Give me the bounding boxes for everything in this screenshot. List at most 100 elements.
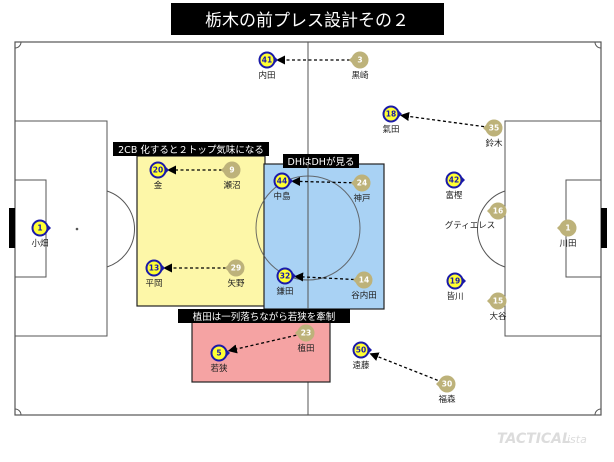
- press-arrow-a35-to-h18: [399, 111, 485, 128]
- player-number: 14: [359, 276, 369, 285]
- player-number: 16: [493, 207, 503, 216]
- player-name: 川田: [559, 239, 576, 249]
- player-name: 内田: [258, 70, 275, 81]
- player-name: 皆川: [446, 292, 463, 302]
- player-marker-icon: [351, 51, 369, 69]
- tochigi-player-42[interactable]: 42 富樫: [445, 171, 465, 202]
- player-marker-icon: [382, 105, 400, 123]
- player-number: 18: [386, 110, 396, 119]
- player-marker-icon: [355, 271, 373, 289]
- player-name: 遠藤: [352, 360, 370, 371]
- player-marker-icon: [210, 344, 228, 362]
- tochigi-player-5[interactable]: 5 若狭: [210, 344, 230, 375]
- player-number: 41: [262, 56, 272, 65]
- player-name: 小畑: [31, 238, 48, 249]
- player-number: 1: [565, 224, 570, 233]
- opponent-player-9[interactable]: 9 瀬沼: [221, 161, 241, 192]
- tochigi-player-19[interactable]: 19 皆川: [446, 272, 466, 303]
- zone-red-label: 植田は一列落ちながら若狭を牽制: [193, 311, 336, 323]
- opponent-player-29[interactable]: 29 矢野: [225, 259, 245, 290]
- title-banner: 栃木の前プレス設計その２: [171, 3, 444, 35]
- player-number: 5: [216, 349, 221, 358]
- player-number: 19: [450, 277, 460, 286]
- opponent-player-3[interactable]: 3 黒崎: [349, 51, 369, 82]
- pressing-arrows: [163, 55, 485, 381]
- opponent-player-15[interactable]: 15 大谷: [487, 292, 507, 323]
- player-marker-icon: [353, 174, 371, 192]
- zone-yellow: 2CB 化すると２トップ気味になる: [113, 142, 269, 307]
- player-marker-icon: [276, 267, 294, 285]
- watermark: TACTICAL ista: [497, 431, 587, 447]
- player-marker-icon: [297, 324, 315, 342]
- player-name: 中島: [273, 191, 291, 202]
- opponent-player-23[interactable]: 23 植田: [295, 324, 315, 355]
- player-name: 富樫: [445, 190, 463, 201]
- player-marker-icon: [258, 51, 276, 69]
- player-marker-icon: [446, 272, 464, 290]
- opponent-player-1[interactable]: 1 川田: [557, 219, 577, 250]
- player-number: 15: [493, 297, 503, 306]
- player-number: 42: [449, 176, 459, 185]
- tochigi-player-1[interactable]: 1 小畑: [31, 219, 51, 250]
- player-name: 黒崎: [351, 70, 369, 81]
- player-name: 植田: [297, 343, 314, 354]
- player-name: 鎌田: [276, 286, 293, 297]
- tochigi-player-13[interactable]: 13 平岡: [145, 259, 165, 290]
- press-arrow-a23-to-h5: [227, 334, 297, 354]
- player-marker-icon: [273, 172, 291, 190]
- zone-red: 植田は一列落ちながら若狭を牽制: [178, 309, 350, 383]
- tochigi-player-20[interactable]: 20 金: [149, 161, 170, 192]
- player-name: 矢野: [227, 278, 245, 289]
- player-name: 福森: [438, 394, 456, 405]
- player-name: 神戸: [353, 193, 370, 204]
- player-marker-icon: [227, 259, 245, 277]
- page-title: 栃木の前プレス設計その２: [205, 11, 409, 31]
- player-number: 20: [153, 166, 163, 175]
- player-number: 13: [149, 264, 159, 273]
- player-number: 24: [357, 179, 367, 188]
- opponent-player-24[interactable]: 24 神戸: [351, 174, 371, 205]
- player-number: 29: [231, 264, 241, 273]
- player-number: 3: [357, 56, 362, 65]
- player-number: 1: [37, 224, 42, 233]
- player-marker-icon: [445, 171, 463, 189]
- player-name: グティエレス: [445, 220, 496, 231]
- player-marker-icon: [559, 219, 577, 237]
- left-goal: [9, 208, 15, 248]
- player-name: 瀬沼: [223, 180, 240, 191]
- tochigi-player-41[interactable]: 41 内田: [258, 51, 278, 82]
- player-name: 大谷: [489, 311, 507, 322]
- player-number: 23: [301, 329, 311, 338]
- player-marker-icon: [485, 119, 503, 137]
- press-arrow-a24-to-h44: [291, 176, 353, 187]
- right-goal: [601, 208, 607, 248]
- player-marker-icon: [149, 161, 167, 179]
- player-marker-icon: [438, 375, 456, 393]
- player-marker-icon: [489, 292, 507, 310]
- player-number: 32: [280, 272, 290, 281]
- tochigi-player-32[interactable]: 32 鎌田: [276, 267, 296, 298]
- player-name: 金: [154, 180, 163, 191]
- player-number: 9: [229, 166, 234, 175]
- zone-yellow-label: 2CB 化すると２トップ気味になる: [118, 144, 264, 156]
- player-number: 35: [489, 124, 499, 133]
- player-marker-icon: [145, 259, 163, 277]
- player-marker-icon: [31, 219, 49, 237]
- opponent-player-16[interactable]: 16 グティエレス: [445, 202, 507, 232]
- watermark-suffix: ista: [567, 433, 587, 446]
- player-number: 44: [277, 177, 287, 186]
- player-number: 30: [442, 380, 452, 389]
- zone-blue-label: DHはDHが見る: [288, 156, 355, 168]
- player-name: 平岡: [145, 279, 162, 289]
- player-name: 若狭: [210, 363, 228, 374]
- watermark-main: TACTICAL: [497, 431, 571, 447]
- tochigi-player-44[interactable]: 44 中島: [273, 172, 293, 203]
- player-marker-icon: [352, 341, 370, 359]
- opponent-player-30[interactable]: 30 福森: [436, 375, 456, 406]
